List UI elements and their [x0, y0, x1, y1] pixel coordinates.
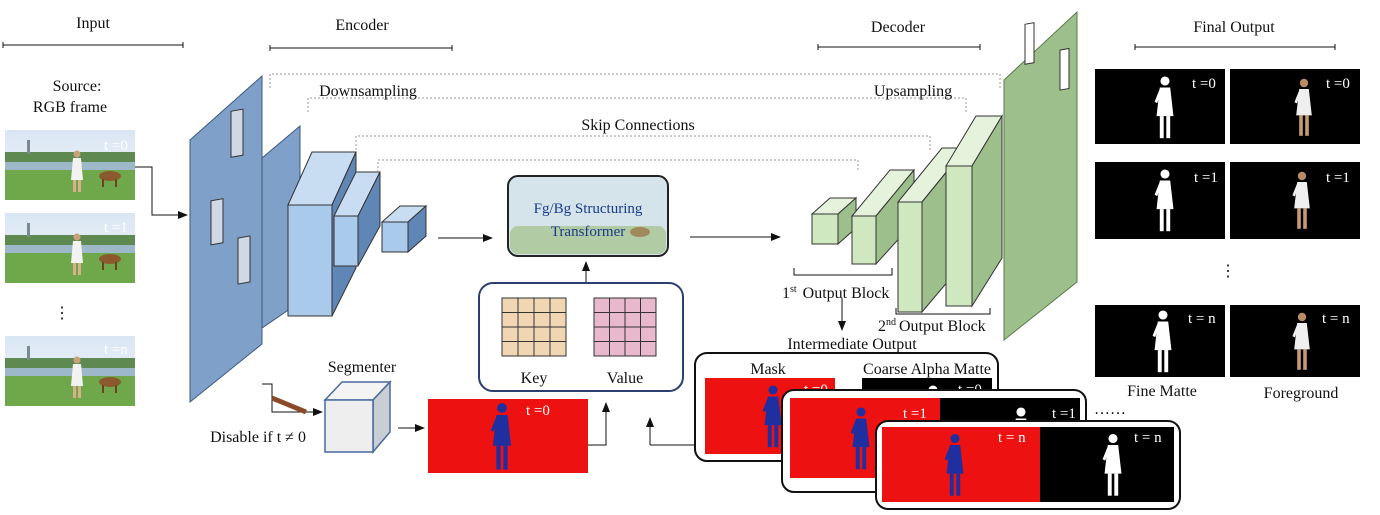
- patch-2: [210, 198, 224, 246]
- final-row: t =1 t =1: [1095, 162, 1360, 239]
- decoder-block-2: [850, 168, 916, 266]
- decoder-block-4: [945, 114, 1003, 308]
- patch-5: [1024, 22, 1035, 65]
- fine-matte-label: Fine Matte: [1127, 383, 1197, 400]
- mask-frame-time: t =1: [903, 406, 927, 422]
- mask-label: Mask: [750, 361, 786, 378]
- fine-matte-time: t =0: [1192, 76, 1216, 92]
- input-frame-time: t =n: [104, 342, 128, 358]
- patch-1: [230, 108, 244, 158]
- foreground-time: t =0: [1326, 76, 1350, 92]
- skip-connection-lines: [269, 73, 1001, 172]
- encoder-input-plane: [189, 74, 263, 404]
- input-frame-time: t =0: [104, 138, 128, 154]
- alpha-frame-time: t =1: [1052, 406, 1076, 422]
- decoder-output-plane: [1003, 10, 1078, 342]
- segmenter-mask: t =0: [428, 399, 610, 473]
- downsampling-label: Downsampling: [319, 83, 417, 100]
- final-row: t = n t = n: [1095, 305, 1360, 377]
- patch-3: [237, 235, 251, 285]
- mask-frame-time: t = n: [998, 430, 1026, 446]
- fine-matte-time: t = n: [1188, 311, 1216, 327]
- intermediate-ellipsis: ……: [1094, 401, 1126, 418]
- section-headers: Input Encoder Decoder Final Output: [2, 15, 1336, 51]
- transformer-block: Fg/Bg Structuring Transformer: [507, 175, 781, 282]
- intermediate-output-label: Intermediate Output: [787, 336, 917, 353]
- skip-connections-label: Skip Connections: [581, 117, 694, 134]
- intermediate-output-stack: Mask Coarse Alpha Matte t =0 t =0 t =1 t…: [646, 352, 1181, 510]
- value-label: Value: [607, 370, 643, 387]
- key-label: Key: [521, 370, 548, 387]
- segmenter-label: Segmenter: [328, 359, 397, 376]
- input-ellipsis: ⋮: [54, 305, 70, 322]
- transformer-label-line1: Fg/Bg Structuring: [534, 201, 643, 217]
- transformer-label-line2: Transformer: [551, 224, 625, 240]
- input-arrow: [135, 166, 188, 219]
- patch-6: [1059, 47, 1070, 91]
- input-frame: t =n: [5, 336, 135, 406]
- source-label-line1: Source:: [53, 78, 102, 95]
- upsampling-label: Upsampling: [874, 83, 952, 100]
- header-input: Input: [76, 15, 110, 32]
- key-value-box: Key Value: [478, 282, 684, 392]
- value-grid: [593, 297, 657, 357]
- foreground-label: Foreground: [1264, 385, 1339, 402]
- segmenter-cube: [323, 380, 392, 455]
- header-decoder: Decoder: [871, 19, 926, 36]
- key-grid: [501, 297, 567, 357]
- first-block-bracket: [793, 268, 893, 276]
- segmenter: Segmenter Disable if t ≠ 0: [210, 359, 425, 455]
- header-encoder: Encoder: [335, 17, 389, 34]
- final-row: t =0 t =0: [1095, 69, 1360, 144]
- encoder-block-3: [380, 204, 428, 254]
- segmenter-mask-time: t =0: [526, 403, 550, 419]
- input-frame: t =1: [5, 213, 135, 283]
- disable-label: Disable if t ≠ 0: [210, 429, 306, 446]
- alpha-frame-time: t = n: [1134, 430, 1162, 446]
- decoder-block-1: [810, 196, 858, 246]
- foreground-time: t =1: [1326, 170, 1350, 186]
- second-block-bracket: [895, 308, 991, 315]
- foreground-time: t = n: [1322, 311, 1350, 327]
- input-column: Source: RGB frame t =0 t =1 ⋮ t =n: [5, 78, 188, 406]
- input-frame-time: t =1: [104, 220, 128, 236]
- source-label-line2: RGB frame: [33, 99, 107, 116]
- final-ellipsis: ⋮: [1220, 263, 1236, 280]
- encoder: [189, 74, 493, 404]
- coarse-alpha-label: Coarse Alpha Matte: [863, 361, 991, 378]
- fine-matte-time: t =1: [1194, 170, 1218, 186]
- switch-icon: [271, 395, 307, 415]
- intermediate-pair: t = n t = n: [875, 420, 1181, 510]
- encoder-block-2: [333, 171, 381, 267]
- final-output: t =0 t =0 t =1 t =1 ⋮ t = n t = n Fine M…: [1095, 69, 1360, 402]
- header-final-output: Final Output: [1193, 19, 1275, 36]
- input-frame: t =0: [5, 130, 135, 200]
